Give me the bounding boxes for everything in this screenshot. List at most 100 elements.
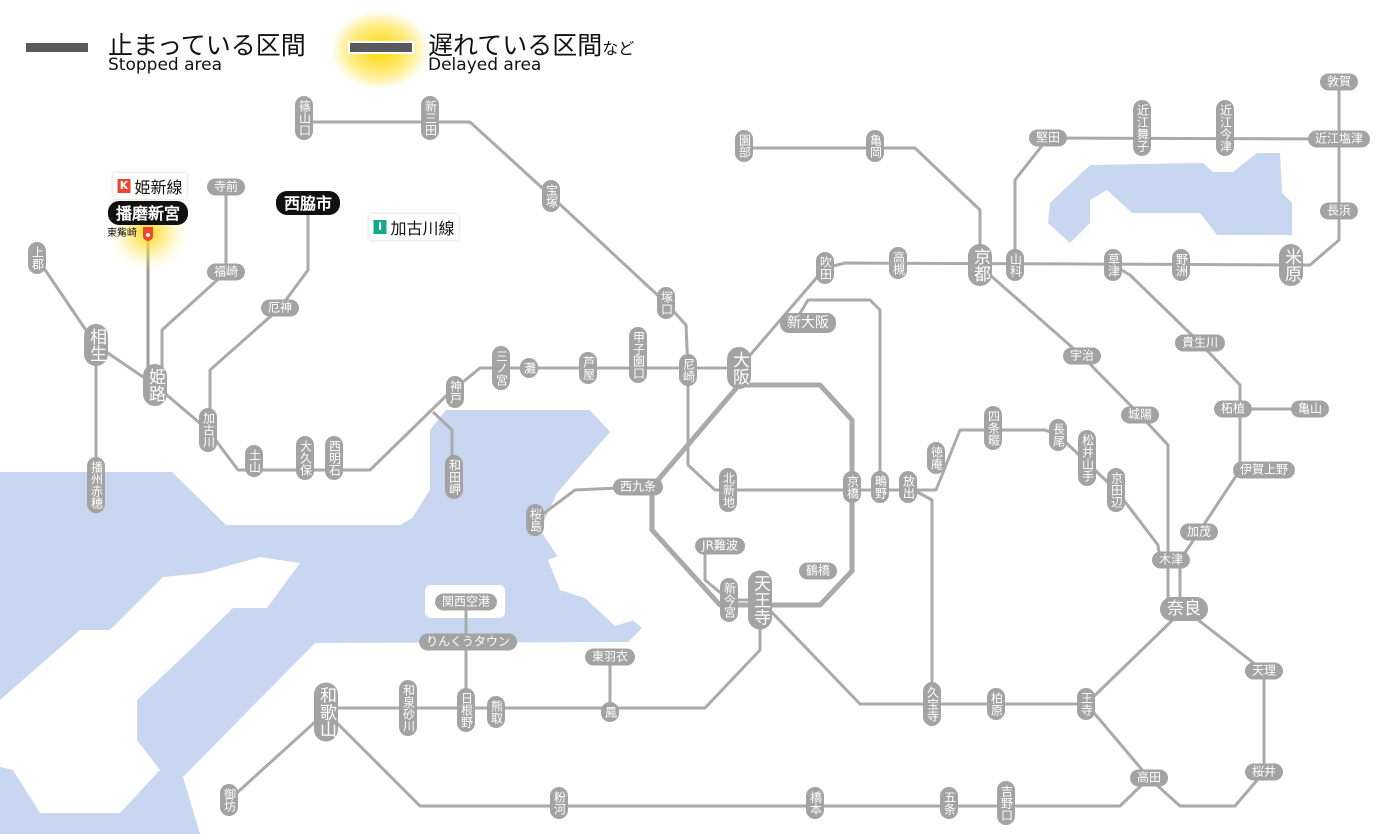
station-47[interactable]: 柏原 — [987, 688, 1005, 720]
station-7[interactable]: 灘 — [520, 358, 538, 378]
station-10[interactable]: 和田岬 — [445, 455, 463, 499]
station-24[interactable]: 亀岡 — [866, 130, 884, 162]
location-pin-icon — [143, 227, 153, 241]
station-51[interactable]: 橋本 — [806, 787, 824, 819]
station-55[interactable]: 和泉砂川 — [399, 680, 417, 736]
station-16[interactable]: 西脇市 — [275, 191, 341, 215]
station-39[interactable]: 伊賀上野 — [1232, 461, 1296, 479]
station-59[interactable]: 鳳 — [601, 702, 619, 722]
station-9[interactable]: 神戸 — [446, 376, 464, 408]
station-46[interactable]: 王寺 — [1077, 688, 1095, 720]
station-31[interactable]: 近江塩津 — [1307, 130, 1371, 148]
line-label-kishin[interactable]: K 姫新線 — [113, 173, 187, 199]
station-66[interactable]: 西九条 — [612, 478, 664, 496]
station-38[interactable]: 亀山 — [1290, 400, 1330, 418]
station-62[interactable]: 天王寺 — [748, 570, 772, 630]
station-41[interactable]: 木津 — [1151, 551, 1191, 569]
station-67[interactable]: 桜島 — [526, 504, 544, 536]
hanwa-line — [326, 620, 762, 710]
station-27[interactable]: 堅田 — [1028, 129, 1068, 147]
station-56[interactable]: 日根野 — [457, 688, 475, 732]
station-54[interactable]: 御坊 — [220, 784, 238, 816]
line-name: 姫新線 — [134, 178, 183, 197]
station-63[interactable]: 新今宮 — [720, 578, 738, 622]
station-19[interactable]: 姫路 — [143, 364, 167, 406]
station-20[interactable]: 相生 — [84, 324, 108, 366]
legend-delayed-text: 遅れている区間 — [428, 31, 603, 60]
station-48[interactable]: 久宝寺 — [923, 682, 941, 726]
station-60[interactable]: りんくうタウン — [419, 633, 517, 651]
station-22[interactable]: 播州赤穂 — [87, 457, 105, 513]
station-77[interactable]: 城陽 — [1120, 406, 1160, 424]
station-44[interactable]: 桜井 — [1244, 763, 1284, 781]
line-badge-i: I — [373, 220, 387, 234]
station-45[interactable]: 高田 — [1129, 769, 1169, 787]
station-28[interactable]: 近江舞子 — [1133, 100, 1151, 156]
station-2[interactable]: 宝塚 — [542, 180, 560, 212]
station-18[interactable]: 寺前 — [206, 178, 246, 196]
station-71[interactable]: 放出 — [899, 471, 917, 503]
sakurai-line — [1147, 607, 1266, 808]
station-30[interactable]: 敦賀 — [1319, 73, 1359, 91]
station-23[interactable]: 園部 — [735, 130, 753, 162]
station-78[interactable]: 宇治 — [1062, 347, 1102, 365]
station-3[interactable]: 塚口 — [657, 287, 675, 319]
station-83[interactable]: 播磨新宮 — [107, 201, 189, 225]
station-76[interactable]: 京田辺 — [1107, 468, 1125, 512]
station-75[interactable]: 松井山手 — [1078, 430, 1096, 486]
station-53[interactable]: 和歌山 — [314, 682, 338, 742]
station-13[interactable]: 土山 — [245, 445, 263, 477]
station-21[interactable]: 上郡 — [28, 242, 46, 274]
station-1[interactable]: 新三田 — [421, 96, 439, 140]
station-6[interactable]: 芦屋 — [579, 352, 597, 384]
sub-station-label: 東觜崎 — [107, 228, 137, 239]
osaka-higashi-line — [788, 298, 882, 490]
sagano-line — [744, 146, 982, 265]
station-79[interactable]: 大阪 — [727, 347, 751, 389]
station-32[interactable]: 長浜 — [1319, 202, 1359, 220]
station-14[interactable]: 加古川 — [199, 408, 217, 452]
station-29[interactable]: 近江今津 — [1216, 100, 1234, 156]
station-65[interactable]: 鶴橋 — [798, 562, 838, 580]
station-8[interactable]: 三ノ宮 — [492, 346, 510, 390]
station-40[interactable]: 加茂 — [1179, 523, 1219, 541]
station-80[interactable]: 新大阪 — [780, 313, 836, 333]
station-25[interactable]: 京都 — [968, 244, 992, 286]
station-64[interactable]: JR難波 — [695, 537, 745, 555]
kosei-line — [1013, 136, 1340, 265]
station-74[interactable]: 長尾 — [1049, 419, 1067, 451]
tozai-line — [686, 370, 852, 492]
station-50[interactable]: 五条 — [940, 787, 958, 819]
station-57[interactable]: 熊取 — [487, 696, 505, 728]
kobe-line — [35, 257, 739, 472]
station-0[interactable]: 篠山口 — [295, 96, 313, 140]
station-73[interactable]: 四条畷 — [984, 406, 1002, 450]
station-70[interactable]: 鴫野 — [871, 471, 889, 503]
station-35[interactable]: 草津 — [1104, 249, 1122, 281]
station-11[interactable]: 西明石 — [325, 436, 343, 480]
station-34[interactable]: 野洲 — [1172, 249, 1190, 281]
station-52[interactable]: 粉河 — [550, 787, 568, 819]
station-42[interactable]: 奈良 — [1160, 597, 1208, 621]
station-5[interactable]: 甲子園口 — [629, 327, 647, 383]
legend-delayed-en: Delayed area — [428, 55, 542, 75]
station-36[interactable]: 貴生川 — [1174, 334, 1226, 352]
station-61[interactable]: 関西空港 — [434, 593, 498, 611]
station-17[interactable]: 福崎 — [206, 263, 246, 281]
awaji-island — [0, 557, 300, 813]
station-72[interactable]: 徳庵 — [927, 442, 945, 474]
station-81[interactable]: 吹田 — [816, 252, 834, 284]
station-26[interactable]: 山科 — [1006, 249, 1024, 281]
station-37[interactable]: 柘植 — [1213, 400, 1253, 418]
station-4[interactable]: 尼崎 — [679, 354, 697, 386]
station-43[interactable]: 天理 — [1244, 662, 1284, 680]
station-12[interactable]: 大久保 — [296, 436, 314, 480]
station-82[interactable]: 高槻 — [889, 247, 907, 279]
station-58[interactable]: 東羽衣 — [584, 648, 636, 666]
station-15[interactable]: 厄神 — [260, 299, 300, 317]
station-49[interactable]: 吉野口 — [997, 781, 1015, 825]
line-label-kakogawa[interactable]: I 加古川線 — [369, 214, 459, 240]
station-68[interactable]: 北新地 — [719, 468, 737, 512]
station-69[interactable]: 京橋 — [843, 471, 861, 503]
station-33[interactable]: 米原 — [1279, 244, 1303, 286]
